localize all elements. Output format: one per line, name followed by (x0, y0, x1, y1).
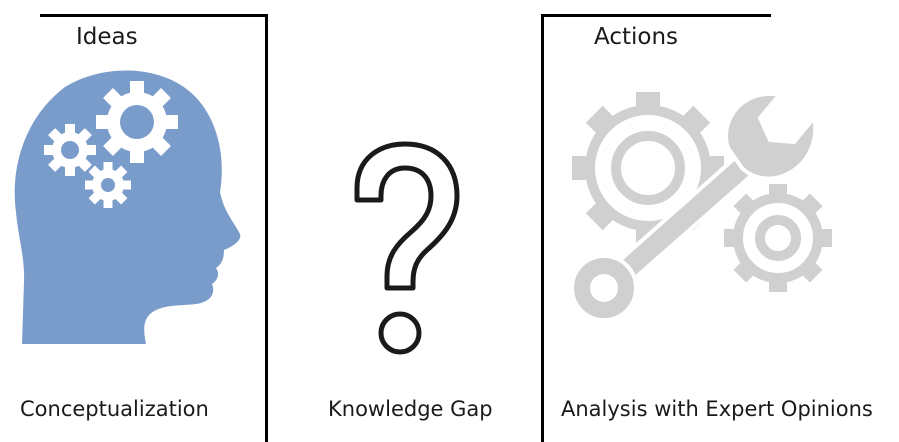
ideas-heading: Ideas (76, 24, 138, 50)
question-mark-icon (354, 141, 460, 355)
actions-frame-left (541, 14, 544, 442)
ideas-frame-right (265, 14, 268, 442)
head-with-gears-icon (14, 70, 241, 344)
gap-caption: Knowledge Gap (328, 397, 493, 421)
ideas-caption: Conceptualization (20, 397, 209, 421)
actions-heading: Actions (594, 24, 679, 50)
actions-frame-top (541, 14, 771, 17)
ideas-frame-top (40, 14, 268, 17)
gears-and-wrench-icon (570, 92, 832, 322)
actions-caption: Analysis with Expert Opinions (561, 397, 873, 421)
